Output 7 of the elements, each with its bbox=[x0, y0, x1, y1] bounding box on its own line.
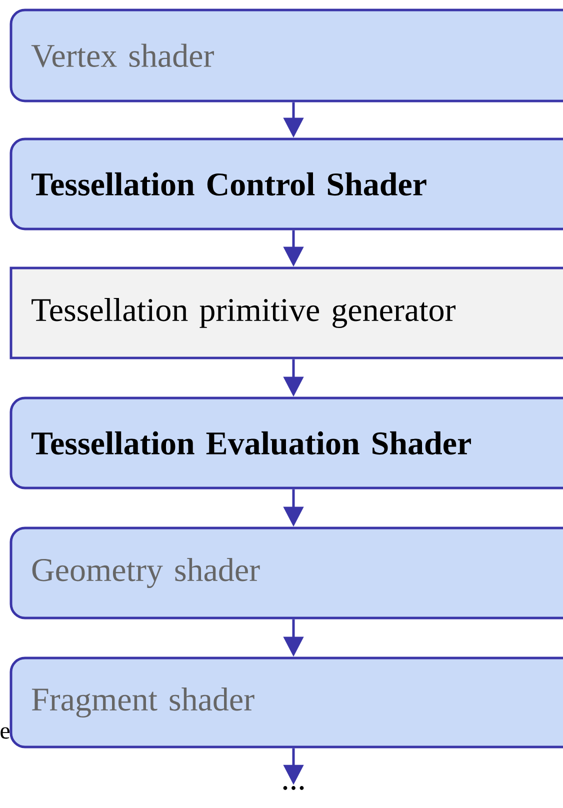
stage-box: Vertex shader bbox=[10, 8, 563, 102]
stage-box: Geometry shader bbox=[10, 526, 563, 620]
stage-box: Tessellation Evaluation Shader bbox=[10, 396, 563, 490]
stage-box: Tessellation Control Shader bbox=[10, 138, 563, 230]
ellipsis-text: ... bbox=[283, 786, 304, 790]
stage-box: Tessellation primitive generator bbox=[10, 266, 563, 360]
stage-box: Fragment shader bbox=[10, 656, 563, 748]
